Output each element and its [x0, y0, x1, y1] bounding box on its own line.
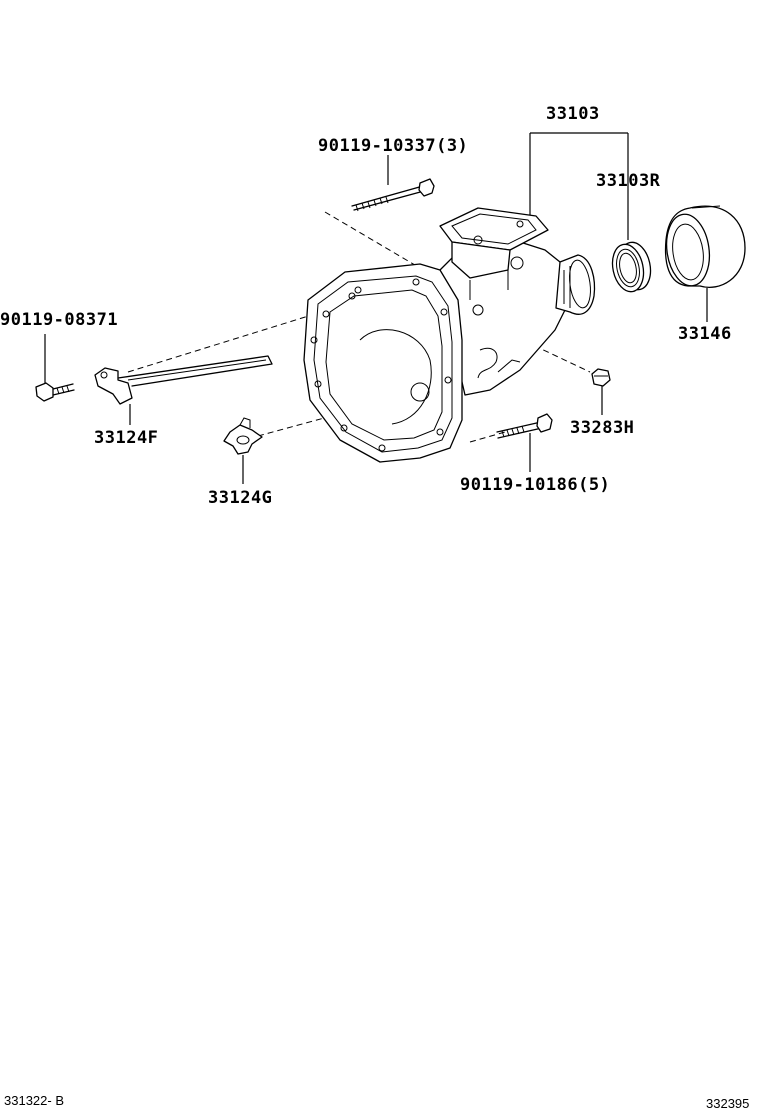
- plug-33283h-icon: [591, 368, 611, 387]
- leader-lines: [44, 132, 708, 484]
- part-label-33124g: 33124G: [208, 488, 273, 508]
- part-label-90119-08371: 90119-08371: [0, 310, 119, 330]
- part-label-33283h: 33283H: [570, 418, 635, 438]
- part-label-90119-10337: 90119-10337(3): [318, 136, 469, 156]
- bolt-90119-08371-icon: [35, 382, 75, 402]
- shift-rod-33124f-icon: [94, 355, 273, 405]
- plug-33124g-icon: [223, 417, 263, 455]
- part-label-33103r: 33103R: [596, 171, 661, 191]
- footer-left-code: 331322- B: [4, 1093, 64, 1108]
- part-label-33103: 33103: [546, 104, 600, 124]
- part-label-33146: 33146: [678, 324, 732, 344]
- part-label-90119-10186: 90119-10186(5): [460, 475, 611, 495]
- part-label-33124f: 33124F: [94, 428, 159, 448]
- extension-housing-33103-icon: [303, 207, 596, 463]
- bolt-90119-10337-icon: [351, 178, 435, 212]
- dust-cover-33146-icon: [664, 205, 746, 288]
- footer-right-code: 332395: [706, 1096, 750, 1111]
- oil-seal-33103r-icon: [611, 241, 652, 293]
- bolt-90119-10186-icon: [496, 413, 553, 439]
